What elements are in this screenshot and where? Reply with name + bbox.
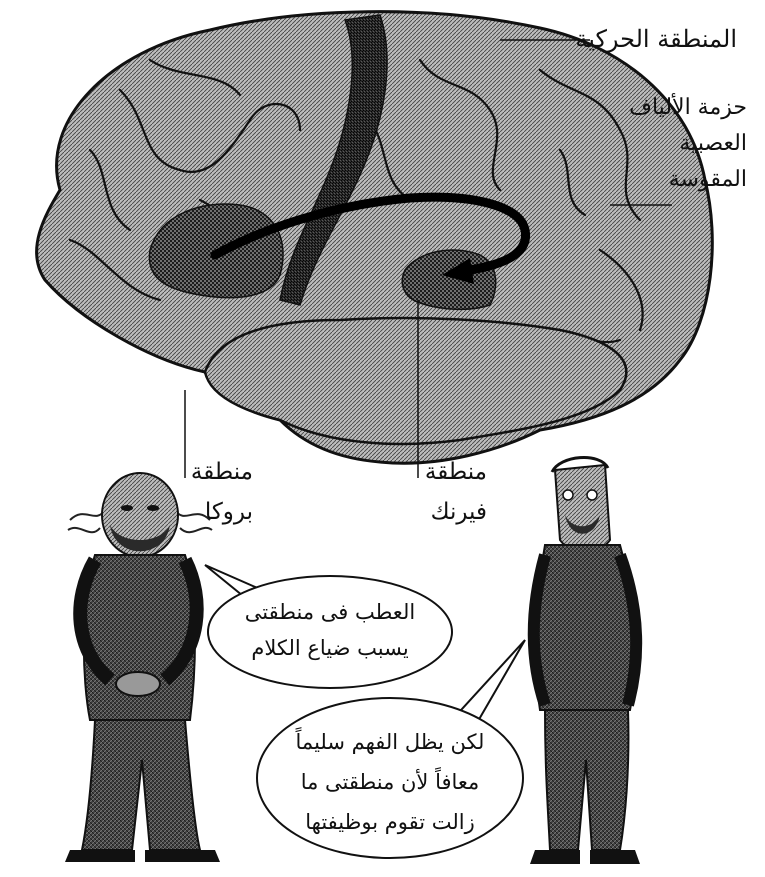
wernicke-eye-left [563,490,573,500]
broca-shoes [65,850,220,862]
speech-wernicke-line-1: لكن يظل الفهم سليماً [268,722,512,762]
broca-hands [116,672,160,696]
broca-legs [82,720,200,850]
motor-area-label: المنطقة الحركية [575,22,737,56]
wernicke-head [555,465,610,551]
wernicke-legs [545,710,628,850]
speech-wernicke-line-2: معافاً لأن منطقتى ما [268,762,512,802]
wernicke-eye-right [587,490,597,500]
broca-eye-right [147,505,159,511]
broca-label-line-2: بروكا [191,492,253,532]
arcuate-label-line-1: حزمة الألياف [629,90,747,126]
wernicke-area-region [402,250,495,309]
speech-wernicke-line-3: زالت تقوم بوظيفتها [268,802,512,842]
arcuate-label-line-2: العصبية [629,126,747,162]
broca-area-label: منطقة بروكا [191,452,253,532]
wernicke-label-line-1: منطقة [425,452,487,492]
arcuate-label-line-3: المقوسة [629,162,747,198]
speech-text-wernicke: لكن يظل الفهم سليماً معافاً لأن منطقتى م… [268,722,512,842]
broca-eye-left [121,505,133,511]
speech-broca-line-1: العطب فى منطقتى [220,594,440,630]
wernicke-shoes [530,850,640,864]
broca-label-line-1: منطقة [191,452,253,492]
speech-broca-line-2: يسبب ضياع الكلام [220,630,440,666]
speech-text-broca: العطب فى منطقتى يسبب ضياع الكلام [220,594,440,666]
wernicke-label-line-2: فيرنك [425,492,487,532]
brain-illustration [37,12,713,463]
arcuate-fasciculus-label: حزمة الألياف العصبية المقوسة [629,90,747,198]
wernicke-figure [530,457,640,864]
wernicke-area-label: منطقة فيرنك [425,452,487,532]
